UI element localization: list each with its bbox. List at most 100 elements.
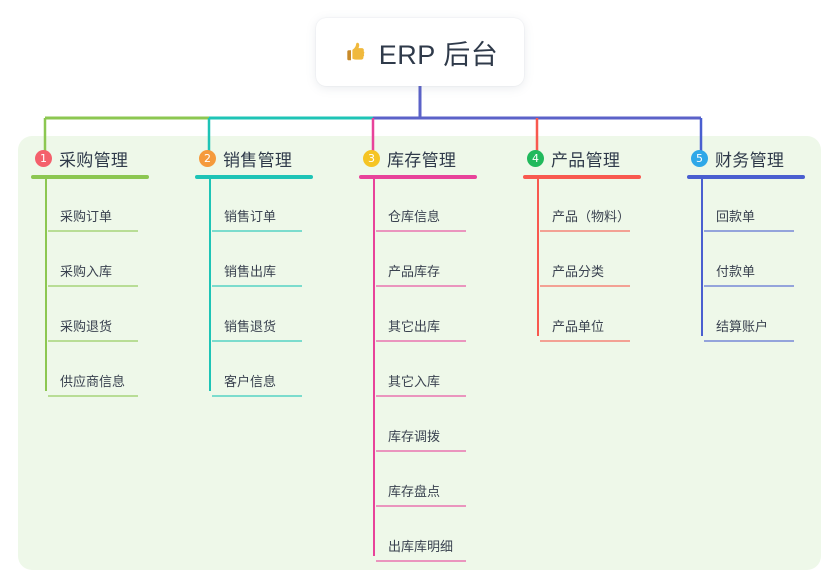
branch-item[interactable]: 产品分类 <box>537 234 673 289</box>
branch-item[interactable]: 销售订单 <box>209 179 345 234</box>
branch-item-label: 销售出库 <box>224 264 277 279</box>
branch-item[interactable]: 库存调拨 <box>373 399 509 454</box>
branch-item-label: 回款单 <box>716 209 756 224</box>
branch-number-badge: 2 <box>199 149 216 167</box>
branches-panel <box>18 136 821 570</box>
branch-spine <box>45 179 47 391</box>
branch-column-2: 2 销售管理销售订单销售出库销售退货客户信息 <box>195 146 345 399</box>
branch-item-underline <box>212 395 302 397</box>
branch-header-4[interactable]: 4 产品管理 <box>523 146 673 170</box>
branch-item-underline <box>48 395 138 397</box>
root-node-content: ERP 后台 <box>342 33 499 72</box>
branch-item-underline <box>540 285 630 287</box>
branch-item-label: 其它出库 <box>388 319 441 334</box>
branch-item-label: 库存调拨 <box>388 429 441 444</box>
branch-item-label: 采购退货 <box>60 319 113 334</box>
branch-item-label: 客户信息 <box>224 374 277 389</box>
branch-item-underline <box>212 340 302 342</box>
branch-title: 财务管理 <box>715 150 785 170</box>
branch-item[interactable]: 客户信息 <box>209 344 345 399</box>
branch-item-underline <box>376 560 466 562</box>
branch-item-label: 出库库明细 <box>388 539 454 554</box>
branch-item-label: 采购订单 <box>60 209 113 224</box>
branch-item-underline <box>704 340 794 342</box>
branch-item-underline <box>376 340 466 342</box>
branch-header-1[interactable]: 1 采购管理 <box>31 146 181 170</box>
branch-header-5[interactable]: 5 财务管理 <box>687 146 837 170</box>
branch-item-underline <box>540 340 630 342</box>
branch-item[interactable]: 库存盘点 <box>373 454 509 509</box>
branch-title: 销售管理 <box>223 150 293 170</box>
branch-item[interactable]: 产品单位 <box>537 289 673 344</box>
branch-item-label: 产品分类 <box>552 264 605 279</box>
branch-title-underline <box>687 175 805 179</box>
branch-item-underline <box>376 230 466 232</box>
branch-column-5: 5 财务管理回款单付款单结算账户 <box>687 146 837 344</box>
branch-title-underline <box>31 175 149 179</box>
branch-item-underline <box>212 285 302 287</box>
root-title: ERP 后台 <box>378 39 499 70</box>
branch-header-2[interactable]: 2 销售管理 <box>195 146 345 170</box>
branch-column-1: 1 采购管理采购订单采购入库采购退货供应商信息 <box>31 146 181 399</box>
branch-item-label: 产品（物料） <box>552 209 631 224</box>
branch-item-list: 回款单付款单结算账户 <box>687 179 837 344</box>
branch-title: 产品管理 <box>551 150 621 170</box>
branch-item[interactable]: 仓库信息 <box>373 179 509 234</box>
branch-item[interactable]: 结算账户 <box>701 289 837 344</box>
branch-title-underline <box>195 175 313 179</box>
root-node[interactable]: ERP 后台 <box>316 18 524 86</box>
branch-spine <box>209 179 211 391</box>
branch-item[interactable]: 回款单 <box>701 179 837 234</box>
branch-item-label: 其它入库 <box>388 374 441 389</box>
branch-item-list: 仓库信息产品库存其它出库其它入库库存调拨库存盘点出库库明细 <box>359 179 509 564</box>
branch-item[interactable]: 采购入库 <box>45 234 181 289</box>
branch-item[interactable]: 其它出库 <box>373 289 509 344</box>
branch-number-badge: 3 <box>363 149 380 167</box>
branch-item[interactable]: 其它入库 <box>373 344 509 399</box>
branch-spine <box>701 179 703 336</box>
branch-item-label: 产品单位 <box>552 319 605 334</box>
branch-item-underline <box>376 395 466 397</box>
branch-item[interactable]: 采购订单 <box>45 179 181 234</box>
branch-item-list: 产品（物料） 产品分类产品单位 <box>523 179 673 344</box>
branch-title: 库存管理 <box>387 150 457 170</box>
branch-item[interactable]: 供应商信息 <box>45 344 181 399</box>
branch-item-underline <box>48 230 138 232</box>
branch-item[interactable]: 付款单 <box>701 234 837 289</box>
branch-item-label: 产品库存 <box>388 264 441 279</box>
branch-title: 采购管理 <box>59 150 129 170</box>
branch-column-4: 4 产品管理产品（物料） 产品分类产品单位 <box>523 146 673 344</box>
branch-item-label: 采购入库 <box>60 264 113 279</box>
branch-number-badge: 5 <box>691 149 708 167</box>
branch-item-label: 结算账户 <box>716 319 769 334</box>
branch-item-label: 库存盘点 <box>388 484 441 499</box>
branch-item-underline <box>376 505 466 507</box>
branch-item-label: 供应商信息 <box>60 374 126 389</box>
branch-item[interactable]: 出库库明细 <box>373 509 509 564</box>
branch-item-list: 采购订单采购入库采购退货供应商信息 <box>31 179 181 399</box>
branch-header-3[interactable]: 3 库存管理 <box>359 146 509 170</box>
thumbs-up-icon <box>342 39 368 65</box>
branch-title-underline <box>359 175 477 179</box>
branch-item-label: 销售订单 <box>224 209 277 224</box>
branch-column-3: 3 库存管理仓库信息产品库存其它出库其它入库库存调拨库存盘点出库库明细 <box>359 146 509 564</box>
branch-item[interactable]: 采购退货 <box>45 289 181 344</box>
branch-spine <box>537 179 539 336</box>
branch-item-underline <box>704 285 794 287</box>
branch-item-label: 付款单 <box>716 264 756 279</box>
branch-item-label: 销售退货 <box>224 319 277 334</box>
branch-item-list: 销售订单销售出库销售退货客户信息 <box>195 179 345 399</box>
branch-item-underline <box>376 450 466 452</box>
branch-item-underline <box>212 230 302 232</box>
branch-item-underline <box>540 230 630 232</box>
branch-number-badge: 1 <box>35 149 52 167</box>
branch-number-badge: 4 <box>527 149 544 167</box>
branch-item-underline <box>48 340 138 342</box>
branch-item[interactable]: 销售退货 <box>209 289 345 344</box>
branch-item[interactable]: 产品（物料） <box>537 179 673 234</box>
branch-item[interactable]: 产品库存 <box>373 234 509 289</box>
branch-title-underline <box>523 175 641 179</box>
branch-item-label: 仓库信息 <box>388 209 441 224</box>
branch-item[interactable]: 销售出库 <box>209 234 345 289</box>
